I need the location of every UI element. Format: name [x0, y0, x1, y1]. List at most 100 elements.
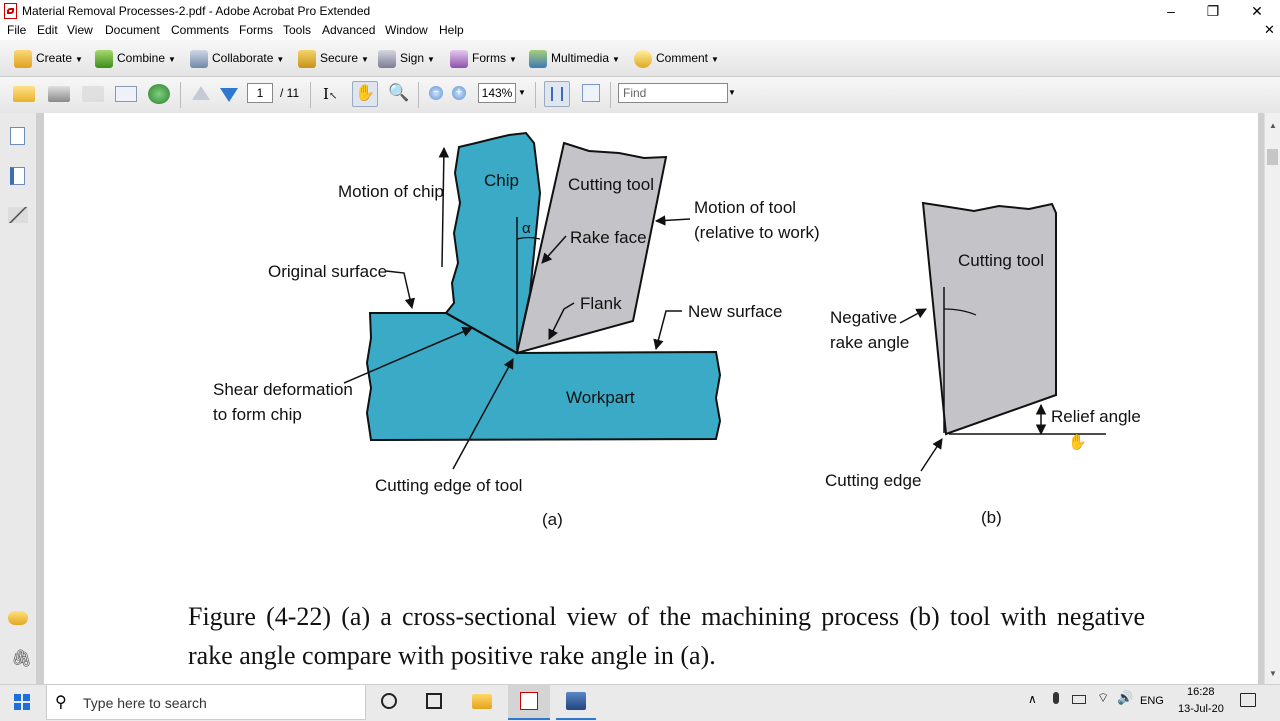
notifications-icon[interactable]	[1240, 693, 1256, 707]
forms-button[interactable]: Forms▼	[450, 48, 517, 68]
signatures-panel-icon[interactable]	[8, 207, 28, 223]
next-page-icon[interactable]	[220, 88, 238, 102]
hand-tool-icon[interactable]: ✋	[352, 81, 378, 107]
wifi-icon[interactable]: ⌔	[1097, 690, 1110, 705]
scrollbar-thumb[interactable]	[1267, 149, 1278, 165]
multimedia-icon	[529, 49, 547, 68]
multimedia-button[interactable]: Multimedia▼	[529, 48, 620, 68]
file-explorer-icon[interactable]	[472, 694, 492, 709]
zoom-level-input[interactable]: 143%	[478, 83, 516, 103]
vertical-scrollbar[interactable]: ▲ ▼	[1264, 113, 1280, 684]
negative-rake-tool-shape	[921, 201, 1057, 436]
menu-file[interactable]: File	[7, 23, 27, 37]
menu-edit[interactable]: Edit	[37, 23, 58, 37]
microphone-icon[interactable]	[1053, 692, 1059, 704]
sign-button[interactable]: Sign▼	[378, 48, 435, 68]
figure-caption: Figure (4-22) (a) a cross-sectional view…	[188, 602, 1145, 670]
taskbar-app[interactable]	[556, 684, 596, 720]
chip-label: Chip	[484, 171, 519, 190]
window-title: Material Removal Processes-2.pdf - Adobe…	[22, 4, 371, 18]
hand-cursor-icon: ✋	[1068, 433, 1087, 451]
comments-panel-icon[interactable]	[8, 611, 28, 625]
email-icon[interactable]	[115, 86, 137, 102]
scroll-up-arrow-icon[interactable]: ▲	[1269, 121, 1277, 130]
pages-panel-icon[interactable]	[10, 127, 25, 145]
menu-comments[interactable]: Comments	[171, 23, 230, 37]
separator	[180, 82, 181, 108]
clock-date[interactable]: 13-Jul-20	[1178, 703, 1224, 715]
task-view-icon[interactable]	[426, 693, 442, 709]
secure-label: Secure	[320, 51, 359, 65]
previous-page-icon[interactable]	[192, 86, 210, 100]
machining-figure: Chip Cutting tool Motion of chip Motion …	[213, 131, 1141, 529]
forms-icon	[450, 49, 468, 68]
open-folder-icon[interactable]	[13, 86, 35, 102]
minimize-button[interactable]: –	[1167, 3, 1175, 19]
collaborate-icon	[190, 49, 208, 68]
create-button[interactable]: Create▼	[14, 48, 83, 68]
workpart-shape	[365, 312, 722, 442]
separator	[535, 82, 536, 108]
scroll-down-arrow-icon[interactable]: ▼	[1269, 669, 1277, 678]
find-dropdown-chevron-down-icon[interactable]: ▼	[728, 88, 736, 97]
combine-button[interactable]: Combine▼	[95, 48, 176, 68]
comment-button[interactable]: Comment▼	[634, 48, 719, 68]
menu-document[interactable]: Document	[105, 23, 160, 37]
shear-deformation-sublabel: to form chip	[213, 405, 302, 424]
menu-tools[interactable]: Tools	[283, 23, 312, 37]
battery-icon[interactable]	[1072, 695, 1086, 704]
zoom-dropdown-chevron-down-icon[interactable]: ▼	[518, 88, 526, 97]
chevron-down-icon: ▼	[276, 55, 285, 64]
alpha-label: α	[522, 220, 531, 237]
zoom-out-icon[interactable]: −	[429, 86, 443, 100]
menu-advanced[interactable]: Advanced	[322, 23, 376, 37]
secure-button[interactable]: Secure▼	[298, 48, 369, 68]
attachments-paperclip-icon[interactable]: 🖇	[11, 649, 33, 668]
language-indicator[interactable]: ENG	[1140, 695, 1164, 707]
print-icon[interactable]	[48, 86, 70, 102]
full-screen-icon[interactable]	[582, 84, 600, 102]
menu-forms[interactable]: Forms	[239, 23, 273, 37]
menu-window[interactable]: Window	[385, 23, 428, 37]
menu-view[interactable]: View	[67, 23, 93, 37]
shear-deformation-arrow	[343, 326, 473, 384]
find-input[interactable]: Find	[618, 83, 728, 103]
select-tool-icon[interactable]: I↖	[323, 85, 338, 103]
b-cutting-edge-arrow	[920, 438, 943, 472]
zoom-marquee-icon[interactable]: 🔍	[388, 83, 410, 102]
collaborate-globe-icon[interactable]	[148, 84, 170, 104]
bookmarks-panel-icon[interactable]	[10, 167, 25, 185]
speaker-icon[interactable]: 🔊	[1117, 690, 1134, 705]
shear-deformation-label: Shear deformation	[213, 380, 353, 399]
page-number-input[interactable]: 1	[247, 83, 273, 103]
show-hidden-icons-chevron-up-icon[interactable]: ∧	[1028, 692, 1037, 706]
b-cutting-edge-label: Cutting edge	[825, 471, 921, 490]
navigation-pane: 🖇	[0, 113, 37, 684]
fit-width-icon[interactable]	[544, 81, 570, 107]
clock-time[interactable]: 16:28	[1187, 686, 1215, 698]
shear-plane-line	[445, 312, 518, 354]
zoom-in-icon[interactable]: +	[452, 86, 466, 100]
taskbar-search-box[interactable]: ⚲ Type here to search	[46, 684, 366, 720]
save-icon[interactable]	[82, 86, 104, 102]
pen-icon	[378, 49, 396, 68]
cortana-icon[interactable]	[381, 693, 397, 709]
lock-icon	[298, 49, 316, 68]
chevron-down-icon: ▼	[509, 55, 517, 64]
menu-help[interactable]: Help	[439, 23, 464, 37]
windows-start-icon[interactable]	[14, 694, 30, 710]
page-gutter-left	[36, 113, 44, 684]
motion-of-tool-label: Motion of tool	[694, 198, 796, 217]
doc-close-icon[interactable]: ✕	[1264, 22, 1275, 37]
taskbar-acrobat[interactable]	[508, 684, 550, 720]
close-button[interactable]: ✕	[1251, 3, 1263, 19]
restore-button[interactable]: ❐	[1206, 3, 1220, 19]
create-icon	[14, 49, 32, 68]
collaborate-label: Collaborate	[212, 51, 274, 65]
acrobat-pdf-icon	[4, 3, 17, 19]
cutting-tool-shape	[515, 141, 668, 355]
collaborate-button[interactable]: Collaborate▼	[190, 48, 284, 68]
new-surface-label: New surface	[688, 302, 782, 321]
search-icon: ⚲	[55, 694, 67, 711]
rake-angle-arc	[516, 236, 541, 240]
